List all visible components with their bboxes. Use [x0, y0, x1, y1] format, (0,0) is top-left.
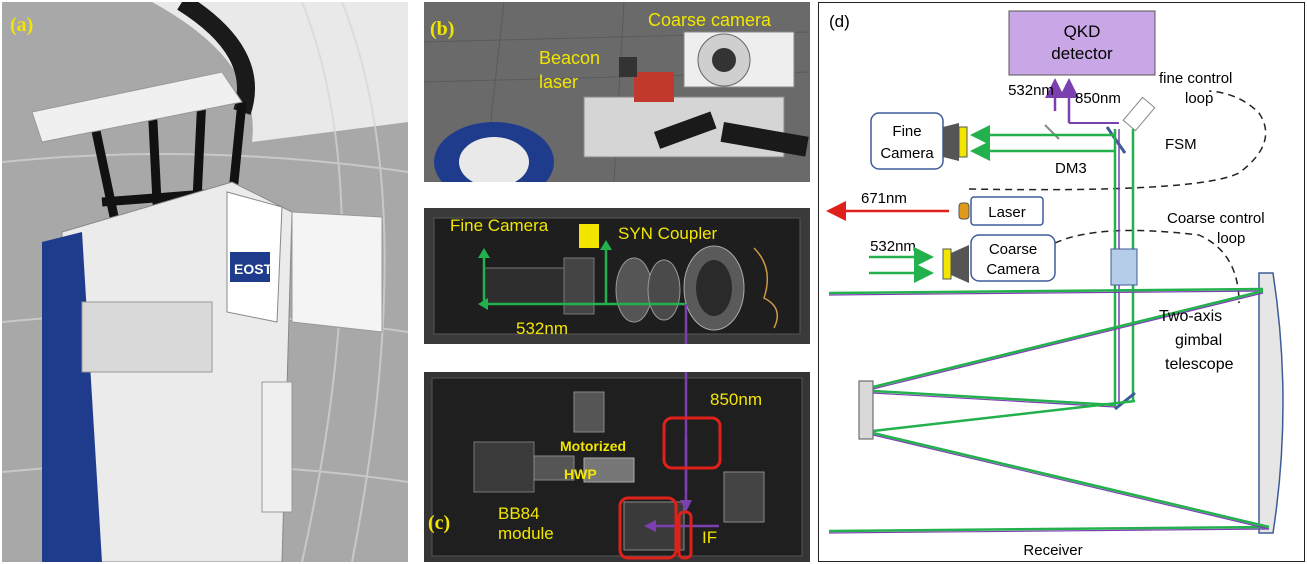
laser-emitter: [958, 202, 970, 220]
gimbal-line3: telescope: [1165, 356, 1234, 373]
fine-control-line1: fine control: [1159, 70, 1232, 87]
coarse-camera-sensor: [942, 248, 952, 280]
laser-label: Laser: [988, 204, 1026, 221]
fine-camera-label: Fine Camera: [450, 216, 549, 235]
schematic-diagram: (d) QKD detector 532nm 850nm fine contro…: [818, 2, 1305, 562]
dm3-label: DM3: [1055, 160, 1087, 177]
qkd-detector-box: [1008, 10, 1156, 76]
coarse-control-line1: Coarse control: [1167, 210, 1265, 227]
coarse-control-line2: loop: [1217, 230, 1245, 247]
panel-label-b: (b): [430, 18, 455, 40]
photo-bb84-box: 850nm Motorized HWP (c) BB84 module IF: [424, 372, 810, 562]
coarse-control-loop: [1054, 229, 1240, 304]
fine-camera-line2: Camera: [880, 145, 934, 162]
receiver-label: Receiver: [1023, 542, 1082, 559]
dm3-mirror: [1044, 124, 1060, 140]
gimbal-line1: Two-axis: [1159, 308, 1222, 325]
secondary-mirror: [858, 380, 874, 440]
panel-label-a: (a): [10, 14, 34, 36]
coarse-camera-line2: Camera: [986, 261, 1040, 278]
hwp-label: HWP: [564, 466, 597, 482]
relay-lens: [1110, 248, 1138, 286]
primary-mirror: [1258, 272, 1284, 534]
panel-label-c: (c): [428, 512, 451, 534]
fine-control-line2: loop: [1185, 90, 1213, 107]
fine-camera-sensor: [958, 126, 968, 158]
qkd-label-line2: detector: [1051, 44, 1113, 63]
gimbal-line2: gimbal: [1175, 332, 1222, 349]
fsm-label: FSM: [1165, 136, 1197, 153]
wl-850-label: 850nm: [1075, 90, 1121, 107]
wavelength-532-label: 532nm: [516, 319, 568, 338]
beacon-laser-label: Beacon laser: [539, 48, 601, 92]
wavelength-850-label: 850nm: [710, 390, 762, 409]
qkd-label-line1: QKD: [1064, 22, 1101, 41]
motorized-label: Motorized: [560, 438, 627, 454]
wl-532-top-label: 532nm: [1008, 82, 1054, 99]
svg-text:EOST: EOST: [234, 261, 273, 277]
coarse-camera-illustration: [424, 2, 810, 182]
coarse-camera-label: Coarse camera: [648, 10, 772, 30]
bb84-box-illustration: [424, 372, 810, 562]
telescope-illustration: EOST: [2, 2, 408, 562]
panel-label-d: (d): [829, 12, 850, 31]
syn-coupler-label: SYN Coupler: [618, 224, 718, 243]
fine-camera-line1: Fine: [892, 123, 921, 140]
photo-fine-camera-box: Fine Camera SYN Coupler 532nm: [424, 208, 810, 344]
fine-camera-box-illustration: [424, 208, 810, 344]
wl-532-bottom-label: 532nm: [870, 238, 916, 255]
fine-camera-lens: [943, 123, 959, 161]
wl-671-label: 671nm: [861, 190, 907, 207]
photo-coarse-camera: (b) Beacon laser Coarse camera: [424, 2, 810, 182]
coarse-camera-line1: Coarse: [989, 241, 1037, 258]
coarse-camera-lens: [951, 245, 969, 283]
if-label: IF: [702, 528, 718, 547]
photo-telescope: EOST (a): [2, 2, 408, 562]
fsm-mirror: [1122, 96, 1156, 132]
coarse-camera-box: [970, 234, 1056, 282]
laser-box: [970, 196, 1044, 226]
schematic-svg: (d) QKD detector 532nm 850nm fine contro…: [826, 10, 1284, 559]
bb84-module-label: BB84 module: [498, 504, 554, 543]
